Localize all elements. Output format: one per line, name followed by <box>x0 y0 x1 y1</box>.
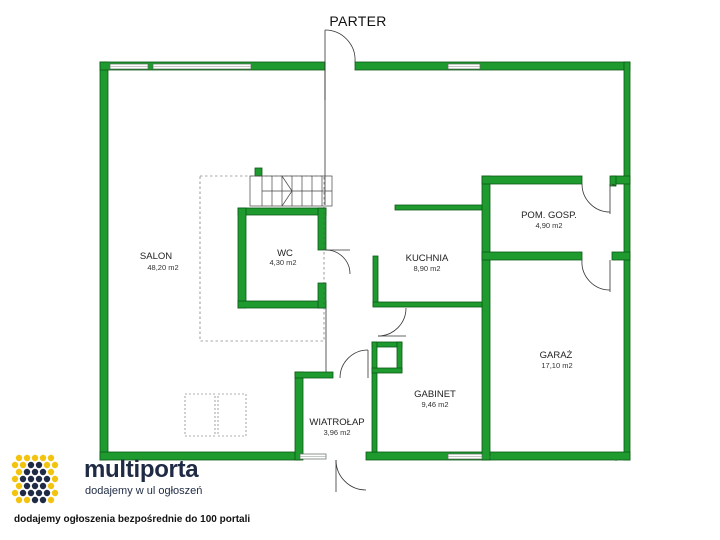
svg-text:9,46 m2: 9,46 m2 <box>421 400 448 409</box>
svg-text:POM. GOSP.: POM. GOSP. <box>521 210 577 221</box>
room-label-salon: SALON 48,20 m2 <box>140 251 179 272</box>
svg-text:GARAŻ: GARAŻ <box>540 350 573 361</box>
staircase <box>249 175 333 207</box>
table-outline <box>184 393 216 437</box>
room-label-kuchnia: KUCHNIA 8,90 m2 <box>406 253 449 273</box>
doors <box>324 29 617 492</box>
svg-text:WC: WC <box>277 248 293 259</box>
room-label-gabinet: GABINET 9,46 m2 <box>414 389 456 409</box>
brand-footer-text: dodajemy ogłoszenia bezpośrednie do 100 … <box>14 514 251 525</box>
svg-text:GABINET: GABINET <box>414 389 456 400</box>
outer-walls <box>99 61 631 461</box>
svg-text:WIATROŁAP: WIATROŁAP <box>309 417 364 428</box>
interior-walls <box>237 167 631 461</box>
room-label-garaz: GARAŻ 17,10 m2 <box>540 350 573 370</box>
svg-text:KUCHNIA: KUCHNIA <box>406 253 449 264</box>
stair-void-outline <box>199 175 325 342</box>
svg-text:4,30 m2: 4,30 m2 <box>269 258 296 267</box>
svg-text:4,90 m2: 4,90 m2 <box>535 221 562 230</box>
honeycomb-logo-icon <box>11 454 59 504</box>
svg-text:48,20 m2: 48,20 m2 <box>147 263 178 272</box>
table-outline <box>217 393 247 437</box>
svg-text:3,96 m2: 3,96 m2 <box>323 428 350 437</box>
svg-text:17,10 m2: 17,10 m2 <box>541 361 572 370</box>
room-label-wiatrolap: WIATROŁAP 3,96 m2 <box>309 417 364 437</box>
windows <box>109 63 483 460</box>
floor-title: PARTER <box>329 13 386 29</box>
brand-block: multiporta dodajemy w ul ogłoszeń dodaje… <box>8 448 338 538</box>
svg-text:8,90 m2: 8,90 m2 <box>413 264 440 273</box>
brand-tagline: dodajemy w ul ogłoszeń <box>85 485 203 497</box>
room-label-pom-gosp: POM. GOSP. 4,90 m2 <box>521 210 577 230</box>
svg-text:SALON: SALON <box>140 251 172 262</box>
brand-name: multiporta <box>84 456 199 483</box>
room-label-wc: WC 4,30 m2 <box>269 248 296 267</box>
